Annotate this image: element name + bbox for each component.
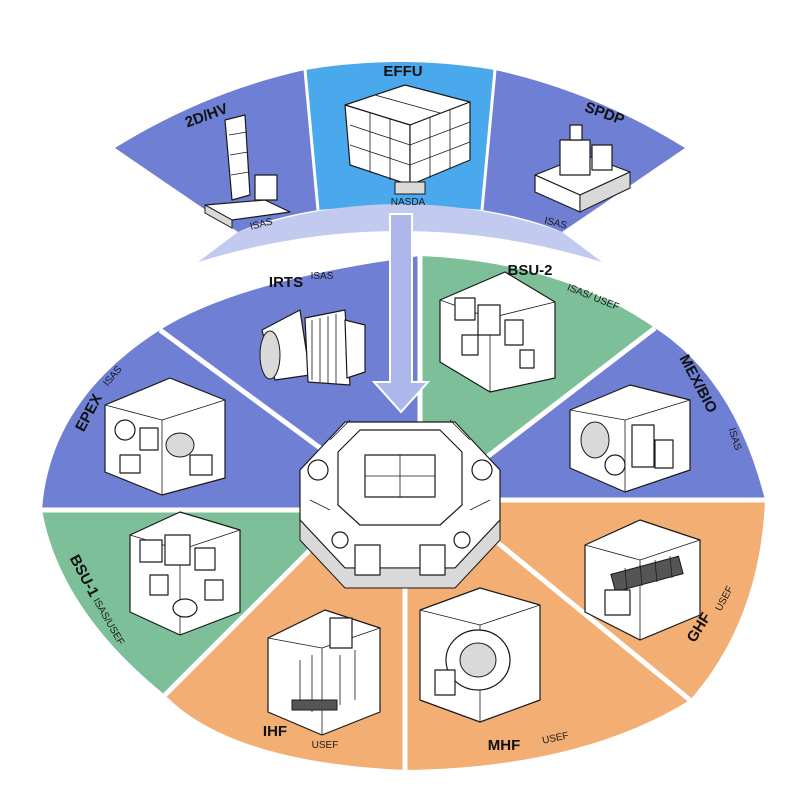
label-effu: EFFU (383, 63, 422, 80)
label-mhf: MHF (488, 737, 521, 754)
down-arrow (371, 213, 431, 414)
drawing-bsu2 (439, 271, 556, 393)
drawing-spdp (534, 124, 631, 213)
drawing-irts (259, 309, 366, 386)
drawing-epex (104, 377, 226, 496)
label-ihf: IHF (263, 723, 287, 740)
drawing-ihf (267, 609, 381, 736)
label-bsu2: BSU-2 (507, 262, 552, 279)
agency-spdp: ISAS (543, 215, 568, 231)
agency-ihf: USEF (312, 740, 339, 751)
agency-irts: ISAS (311, 271, 334, 282)
drawing-ghf (584, 519, 701, 641)
agency-2d-hv: ISAS (249, 216, 274, 232)
drawing-bsu1 (129, 511, 241, 636)
agency-mhf: USEF (541, 730, 569, 746)
top-arc-band (198, 204, 602, 262)
drawing-mexbio (569, 384, 691, 493)
agency-effu: NASDA (391, 197, 426, 208)
label-irts: IRTS (269, 274, 303, 291)
drawing-2d-hv (204, 114, 291, 229)
drawing-effu (344, 84, 471, 195)
drawing-mhf (419, 587, 541, 723)
central-carrier-drawing (299, 419, 501, 589)
